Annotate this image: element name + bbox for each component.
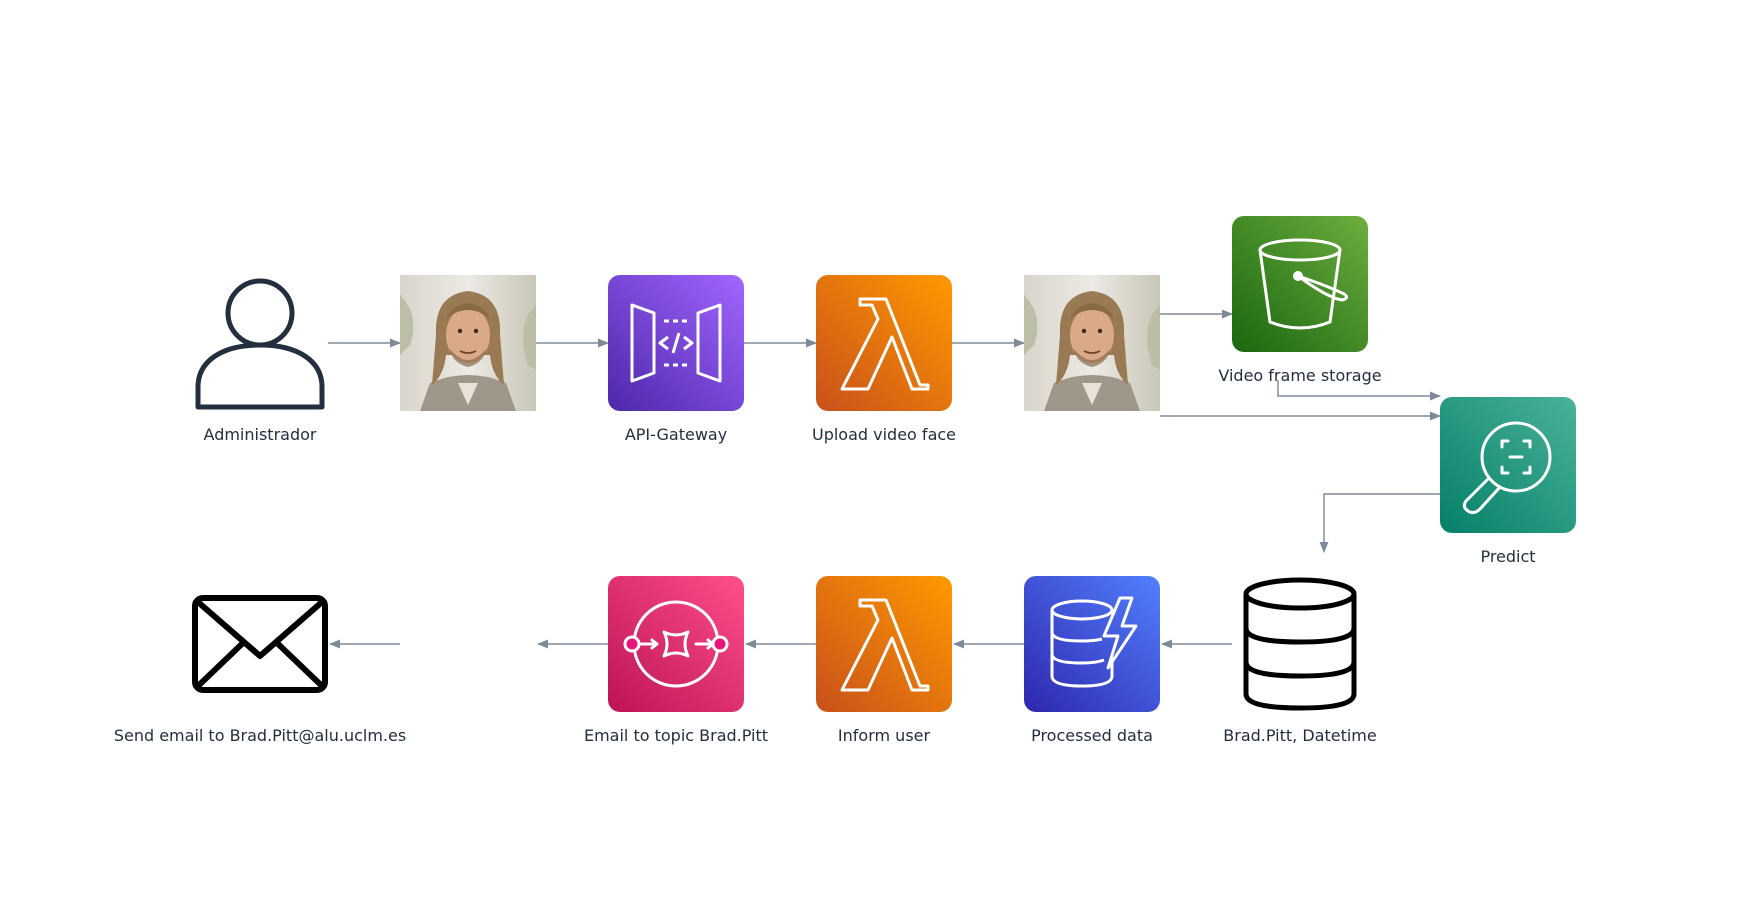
edge-rekognition-to-db <box>1319 493 1440 554</box>
sns-node: Email to topic Brad.Pitt <box>584 576 768 745</box>
upload-lambda-node: Upload video face <box>812 275 956 444</box>
dynamodb-node: Processed data <box>1024 576 1160 745</box>
dynamodb-tile <box>1024 576 1160 712</box>
database-label: Brad.Pitt, Datetime <box>1223 726 1377 745</box>
rekognition-node: Predict <box>1440 397 1576 566</box>
rekognition-tile <box>1440 397 1576 533</box>
rekognition-label: Predict <box>1480 547 1536 566</box>
administrador-label: Administrador <box>203 425 317 444</box>
api-gateway-label: API-Gateway <box>624 425 728 444</box>
email-node: Send email to Brad.Pitt@alu.uclm.es <box>114 576 406 745</box>
face-photo <box>400 275 536 411</box>
administrador-node: Administrador <box>192 275 328 444</box>
api-gateway-node: API-Gateway <box>608 275 744 444</box>
face-photo <box>1024 275 1160 411</box>
email-label: Send email to Brad.Pitt@alu.uclm.es <box>113 726 407 745</box>
s3-node: Video frame storage <box>1218 216 1382 385</box>
upload-lambda-tile <box>816 275 952 411</box>
inform-lambda-node: Inform user <box>816 576 952 745</box>
dynamodb-label: Processed data <box>1031 726 1153 745</box>
s3-tile <box>1232 216 1368 352</box>
upload-lambda-label: Upload video face <box>811 425 957 444</box>
inform-lambda-label: Inform user <box>837 726 931 745</box>
edge-s3-to-rekognition <box>1277 380 1442 401</box>
database-node: Brad.Pitt, Datetime <box>1223 576 1377 745</box>
face-photo-input <box>400 275 536 411</box>
sns-label: Email to topic Brad.Pitt <box>583 726 769 745</box>
inform-lambda-tile <box>816 576 952 712</box>
s3-label: Video frame storage <box>1218 366 1382 385</box>
api-gateway-tile <box>608 275 744 411</box>
sns-tile <box>608 576 744 712</box>
face-photo-frame <box>1024 275 1160 411</box>
